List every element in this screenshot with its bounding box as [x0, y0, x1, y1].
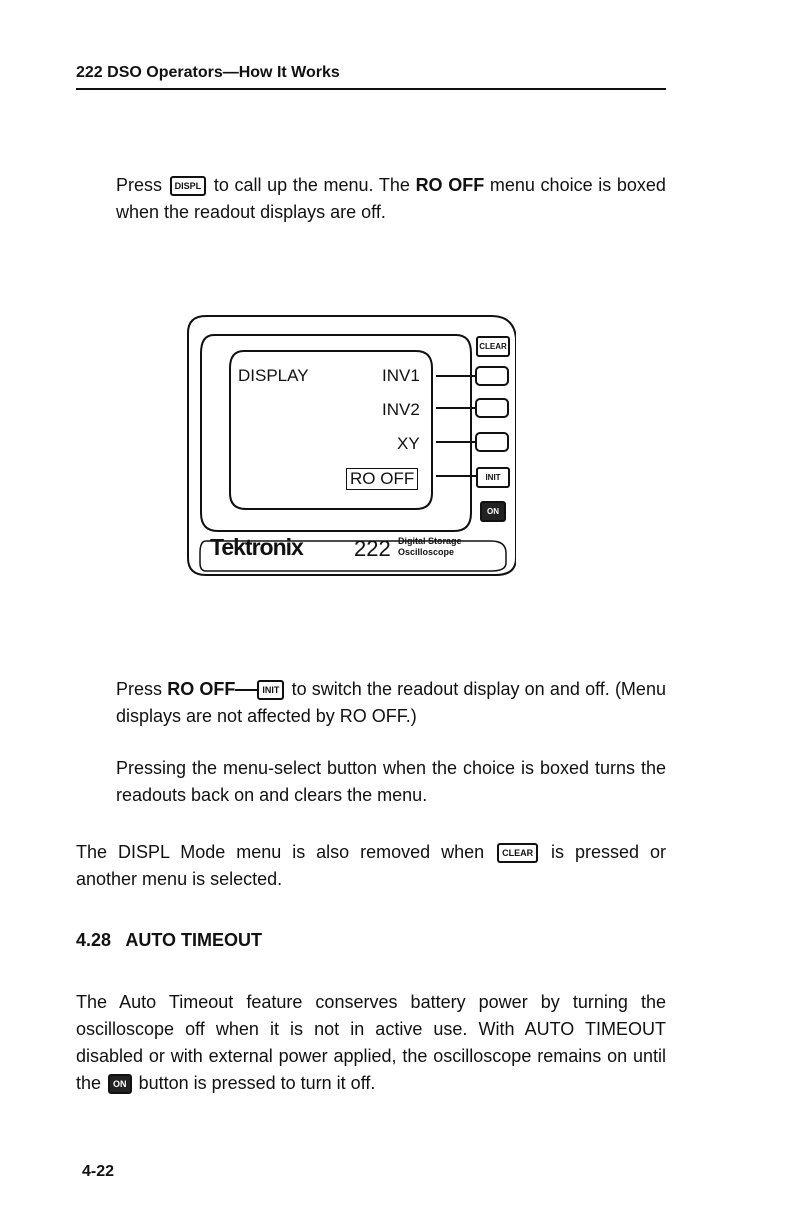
init-button-icon: INIT	[476, 467, 510, 488]
model-line-2: Oscilloscope	[398, 547, 455, 557]
paragraph-auto-timeout: The Auto Timeout feature conserves batte…	[76, 989, 666, 1097]
menu-button-3-icon	[475, 432, 509, 452]
section-title: AUTO TIMEOUT	[125, 930, 263, 950]
leader-line	[235, 689, 258, 692]
menu-item-inv1: INV1	[382, 366, 420, 385]
oscilloscope-diagram: DISPLAY INV1 INV2 XY RO OFF CLEAR INIT O…	[186, 313, 516, 578]
paragraph-displ-removed: The DISPL Mode menu is also removed when…	[76, 839, 666, 893]
para5-text-post: button is pressed to turn it off.	[138, 1073, 376, 1093]
menu-title: DISPLAY	[238, 366, 309, 385]
para4-text-post: is pressed or another menu is selected.	[76, 842, 666, 889]
paragraph-ro-off: Press RO OFF INIT to switch the readout d…	[116, 676, 666, 730]
model-description: Digital Storage Oscilloscope	[398, 536, 462, 558]
menu-item-inv2: INV2	[382, 400, 420, 419]
paragraph-boxed-choice: Pressing the menu-select button when the…	[116, 758, 666, 805]
para1-text-mid: to call up the menu. The	[213, 175, 410, 195]
section-heading: 4.28 AUTO TIMEOUT	[76, 930, 262, 951]
model-number: 222	[354, 536, 391, 561]
menu-button-2-icon	[475, 398, 509, 418]
init-key-icon: INIT	[257, 680, 285, 701]
para1-text-post: menu choice is boxed when the readout di…	[116, 175, 666, 222]
para4-text-pre: The DISPL Mode menu is also removed when	[76, 842, 485, 862]
para5-text-pre: The Auto Timeout feature conserves batte…	[76, 992, 666, 1093]
clear-key-icon: CLEAR	[497, 843, 539, 864]
menu-item-xy: XY	[397, 434, 420, 453]
menu-button-1-icon	[475, 366, 509, 386]
menu-item-ro-off: RO OFF	[346, 468, 419, 490]
para1-text-pre: Press	[116, 175, 163, 195]
on-key-icon: ON	[108, 1074, 132, 1095]
tektronix-logo: Tektronix	[210, 534, 304, 560]
para2-text-post: to switch the readout display on and off…	[116, 679, 666, 726]
on-button-icon: ON	[480, 501, 506, 522]
page-number: 4-22	[82, 1163, 115, 1180]
model-line-1: Digital Storage	[398, 536, 462, 546]
oscilloscope-outline	[187, 315, 516, 576]
paragraph-displ-menu: Press DISPL to call up the menu. The RO …	[116, 172, 666, 226]
ro-off-term-2: RO OFF	[167, 679, 236, 699]
clear-button-icon: CLEAR	[476, 336, 510, 357]
running-header: 222 DSO Operators—How It Works	[76, 64, 666, 90]
section-number: 4.28	[76, 930, 112, 950]
ro-off-term: RO OFF	[415, 175, 485, 195]
displ-key-icon: DISPL	[169, 176, 207, 197]
para2-text-pre: Press	[116, 679, 163, 699]
